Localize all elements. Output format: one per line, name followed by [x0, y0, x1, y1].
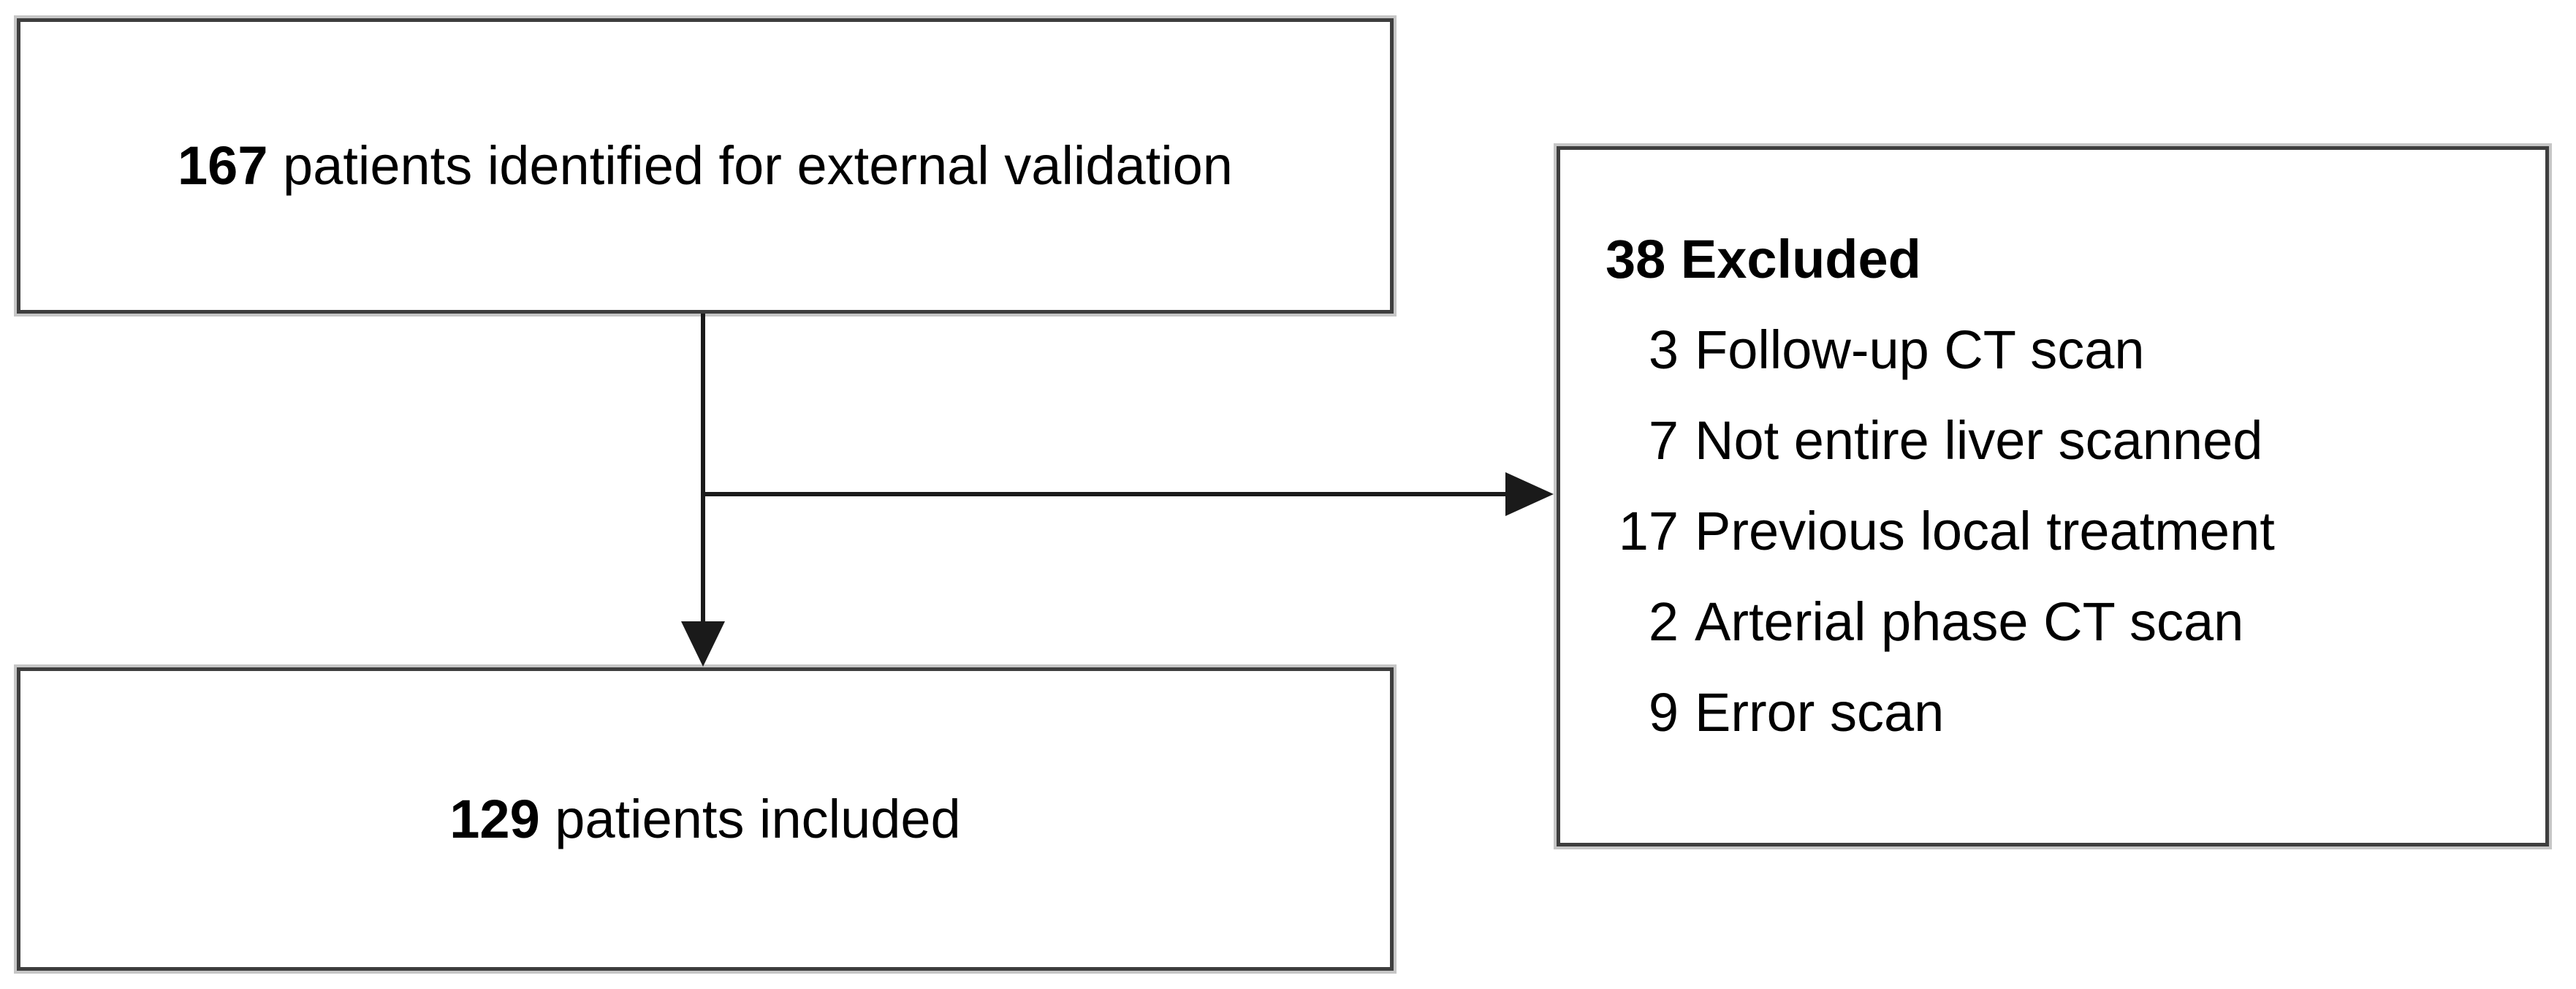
- exclusion-item: 2 Arterial phase CT scan: [1606, 577, 2523, 667]
- exclusion-item-count: 17: [1618, 501, 1679, 561]
- exclusion-item: 17 Previous local treatment: [1606, 486, 2523, 577]
- excluded-patients-box: 38 Excluded 3 Follow-up CT scan 7 Not enti…: [1557, 146, 2549, 846]
- exclusion-item-count: 3: [1648, 319, 1679, 380]
- exclusion-item-count: 9: [1648, 682, 1679, 743]
- identified-label: patients identified for external validat…: [267, 135, 1233, 196]
- excluded-count: 38: [1606, 229, 1666, 289]
- excluded-title: Excluded: [1665, 229, 1921, 289]
- excluded-header: 38 Excluded: [1606, 214, 2523, 305]
- included-count: 129: [449, 788, 540, 849]
- identified-patients-box: 167 patients identified for external val…: [17, 18, 1394, 314]
- arrow-down-head-icon: [681, 621, 725, 667]
- exclusion-item-label: Error scan: [1695, 682, 1945, 743]
- exclusion-item-label: Previous local treatment: [1695, 501, 2275, 561]
- exclusion-item: 9 Error scan: [1606, 667, 2523, 758]
- included-patients-text: 129 patients included: [449, 774, 960, 865]
- exclusion-item-label: Follow-up CT scan: [1695, 319, 2145, 380]
- included-patients-box: 129 patients included: [17, 667, 1394, 971]
- arrow-right-head-icon: [1505, 472, 1554, 516]
- identified-patients-text: 167 patients identified for external val…: [178, 121, 1233, 211]
- included-label: patients included: [539, 788, 961, 849]
- exclusion-item-label: Arterial phase CT scan: [1695, 591, 2244, 652]
- identified-count: 167: [178, 135, 268, 196]
- exclusion-item-count: 2: [1648, 591, 1679, 652]
- exclusion-item-count: 7: [1648, 410, 1679, 471]
- exclusion-item: 7 Not entire liver scanned: [1606, 395, 2523, 486]
- exclusion-item-label: Not entire liver scanned: [1695, 410, 2263, 471]
- exclusion-item: 3 Follow-up CT scan: [1606, 305, 2523, 395]
